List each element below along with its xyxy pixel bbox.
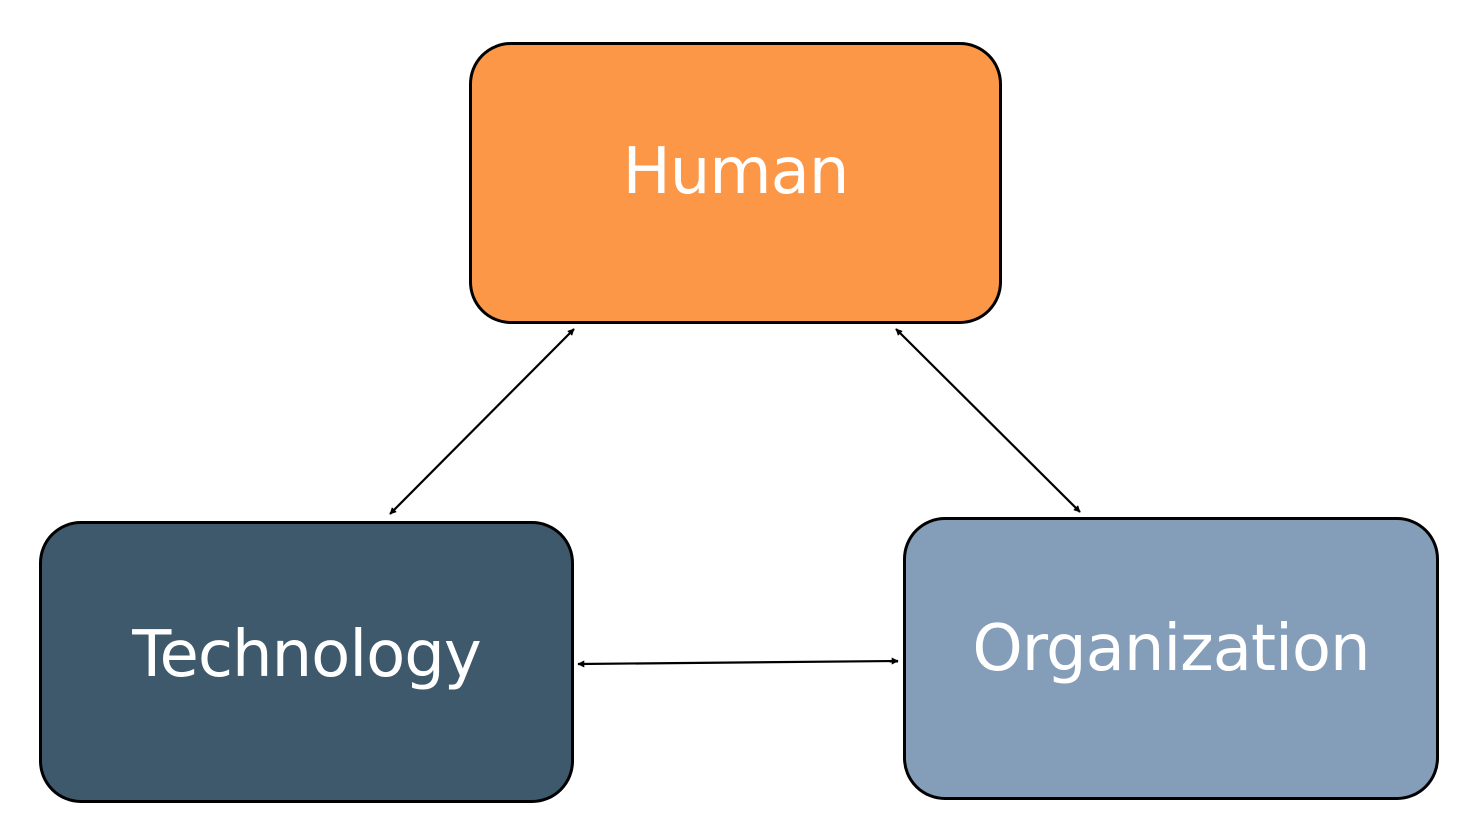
node-human: Human	[469, 42, 1002, 324]
node-technology-label: Technology	[132, 618, 481, 692]
edge-human-technology	[389, 328, 575, 515]
edge-human-organization	[895, 328, 1081, 513]
node-human-label: Human	[622, 135, 850, 209]
node-technology: Technology	[39, 521, 574, 803]
node-organization: Organization	[903, 517, 1439, 800]
edge-technology-organization	[577, 657, 899, 668]
node-organization-label: Organization	[972, 611, 1370, 686]
